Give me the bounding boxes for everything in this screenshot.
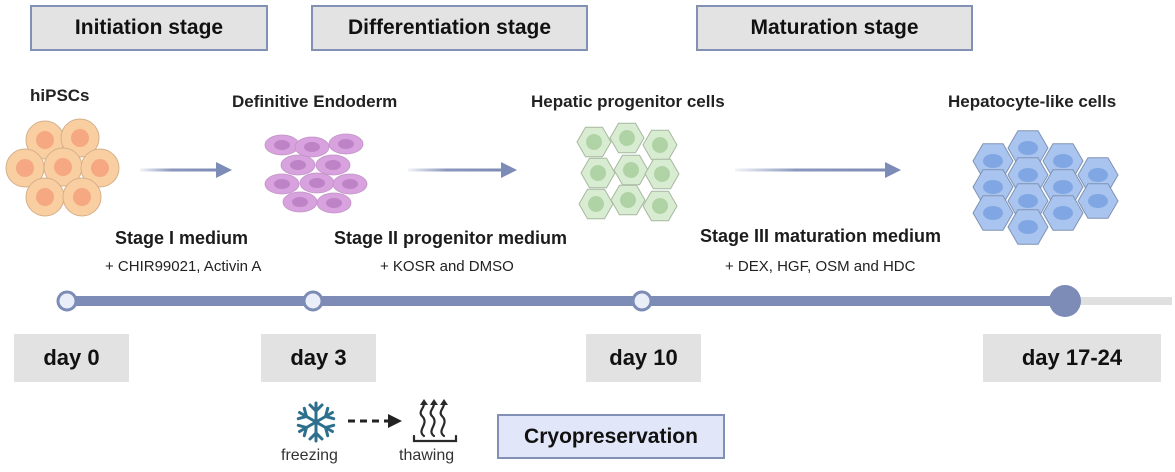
hipsc-cell xyxy=(80,148,120,188)
stage-maturation-box: Maturation stage xyxy=(696,5,973,51)
hipsc-cell xyxy=(43,147,83,187)
stage-differentiation-box: Differentiation stage xyxy=(311,5,588,51)
day-3-label: day 3 xyxy=(290,345,347,370)
hipsc-cluster-icon xyxy=(5,118,120,217)
definitive-endoderm-cell xyxy=(299,172,335,194)
definitive-endoderm-cell xyxy=(264,134,300,156)
stage-differentiation-label: Differentiation stage xyxy=(347,16,552,39)
cell-title-hepatic-progenitor: Hepatic progenitor cells xyxy=(531,92,725,111)
hepatocyte-like-cell xyxy=(1077,183,1119,219)
dashed-arrow-icon xyxy=(348,414,402,428)
hepatic-progenitor-cell xyxy=(578,188,614,220)
definitive-endoderm-cell xyxy=(315,154,351,176)
thawing-heat-icon xyxy=(412,399,458,443)
hepatic-progenitor-cell xyxy=(642,190,678,222)
stage-2-medium-title: Stage II progenitor medium xyxy=(334,228,568,248)
stage-2-medium-supplements: + KOSR and DMSO xyxy=(380,258,514,275)
hepatic-progenitor-cell xyxy=(576,126,612,158)
hepatocyte-like-cell xyxy=(1007,130,1049,166)
cell-title-hipscs: hiPSCs xyxy=(30,86,90,105)
day-0-label-box: day 0 xyxy=(14,334,129,382)
timeline-node-day-17-24 xyxy=(1049,285,1081,317)
timeline-remaining-track xyxy=(1060,297,1172,305)
arrow-icon-3 xyxy=(735,162,901,178)
hepatic-progenitor-cluster-icon xyxy=(576,122,680,222)
hepatocyte-like-cell xyxy=(972,195,1014,231)
timeline-node-day-10 xyxy=(631,290,653,312)
cryopreservation-label: Cryopreservation xyxy=(524,424,698,448)
hepatic-progenitor-cell xyxy=(609,122,645,154)
timeline-node-day-0 xyxy=(56,290,78,312)
day-17-24-label: day 17-24 xyxy=(1021,345,1123,370)
definitive-endoderm-cell xyxy=(316,192,352,214)
day-10-label-box: day 10 xyxy=(586,334,701,382)
stage-initiation-label: Initiation stage xyxy=(74,16,224,39)
hipsc-cell xyxy=(25,177,65,217)
snowflake-icon xyxy=(295,401,337,443)
timeline xyxy=(56,285,1172,317)
hepatic-progenitor-cell xyxy=(644,158,680,190)
hepatic-progenitor-cell xyxy=(610,184,646,216)
hepatocyte-like-cell xyxy=(1042,195,1084,231)
day-0-label: day 0 xyxy=(43,345,100,370)
stage-3-medium-title: Stage III maturation medium xyxy=(700,226,942,246)
hepatic-progenitor-cell xyxy=(580,157,616,189)
definitive-endoderm-cell xyxy=(328,133,364,155)
timeline-progress-track xyxy=(67,296,1065,306)
hepatocyte-like-cluster-icon xyxy=(972,130,1119,245)
cell-title-hepatocyte-like: Hepatocyte-like cells xyxy=(948,92,1117,111)
cell-title-definitive-endoderm: Definitive Endoderm xyxy=(232,92,398,111)
definitive-endoderm-cluster-icon xyxy=(264,133,368,214)
thawing-label: thawing xyxy=(399,447,455,464)
hepatic-progenitor-cell xyxy=(642,129,678,161)
day-10-label: day 10 xyxy=(609,345,678,370)
arrow-icon-1 xyxy=(140,162,232,178)
hepatic-progenitor-cell xyxy=(613,154,649,186)
timeline-node-day-3 xyxy=(302,290,324,312)
hepatocyte-like-cell xyxy=(1007,209,1049,245)
day-3-label-box: day 3 xyxy=(261,334,376,382)
definitive-endoderm-cell xyxy=(332,173,368,195)
arrow-icon-2 xyxy=(408,162,517,178)
hipsc-cell xyxy=(62,177,102,217)
cryopreservation-box: Cryopreservation xyxy=(497,414,725,459)
hipsc-cell xyxy=(60,118,100,158)
stage-maturation-label: Maturation stage xyxy=(750,16,919,39)
definitive-endoderm-cell xyxy=(264,173,300,195)
definitive-endoderm-cell xyxy=(294,136,330,158)
stage-1-medium-supplements: + CHIR99021, Activin A xyxy=(105,258,262,275)
hipsc-cell xyxy=(5,148,45,188)
stage-initiation-box: Initiation stage xyxy=(30,5,268,51)
freezing-label: freezing xyxy=(281,447,338,464)
definitive-endoderm-cell xyxy=(280,154,316,176)
stage-1-medium-title: Stage I medium xyxy=(115,228,249,248)
day-17-24-label-box: day 17-24 xyxy=(983,334,1161,382)
stage-3-medium-supplements: + DEX, HGF, OSM and HDC xyxy=(725,258,916,275)
definitive-endoderm-cell xyxy=(282,191,318,213)
